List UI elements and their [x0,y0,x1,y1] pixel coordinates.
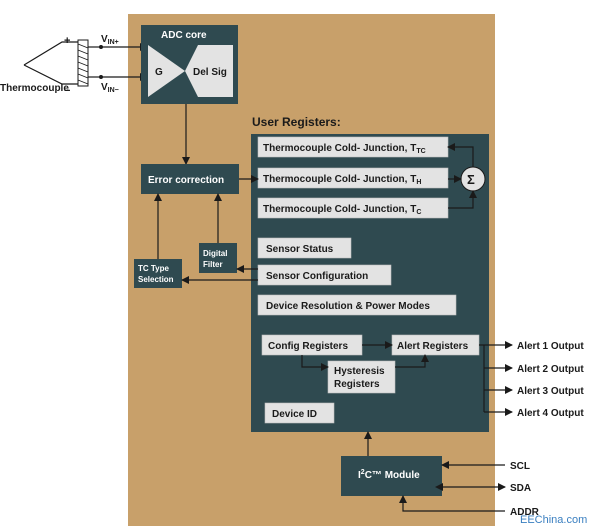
delta-sigma-symbol [185,45,233,97]
hysteresis-line1: Hysteresis [334,366,385,377]
config-to-hysteresis-wire [301,355,329,371]
watermark: EEChina.com [520,514,587,526]
register-tc-cold-th-label: Thermocouple Cold- Junction, TH [263,174,421,186]
plus-sign: + [64,35,70,47]
error-correction-block [141,164,239,194]
alert-registers-label: Alert Registers [397,341,469,352]
config-registers-label: Config Registers [268,341,348,352]
digital-filter-line1: Digital [203,249,227,258]
hysteresis-line2: Registers [334,379,380,390]
sda-label: SDA [510,483,531,494]
tc-type-line2: Selection [138,275,174,284]
thermocouple-label: Thermocouple [0,83,69,94]
digital-filter-block [199,243,237,273]
tc-type-line1: TC Type [138,264,170,273]
tc-type-selection-block [134,259,182,288]
i2c-module-block [341,456,442,496]
register-device-id [264,402,335,424]
error-correction-label: Error correction [148,175,224,186]
minus-sign: − [64,85,70,97]
gain-label: G [155,67,163,78]
alert2-output-label: Alert 2 Output [517,364,584,375]
sensor-configuration-label: Sensor Configuration [266,271,368,282]
vin-minus-label: VIN− [101,82,119,94]
tc-to-sigma-wire [448,190,477,209]
register-hysteresis [327,360,396,394]
alert3-output-label: Alert 3 Output [517,386,584,397]
addr-wire [399,495,505,512]
i2c-module-label: I2C™ Module [358,469,420,481]
device-resolution-label: Device Resolution & Power Modes [266,301,430,312]
alert4-output-label: Alert 4 Output [517,408,584,419]
register-sensor-configuration [257,264,392,286]
gain-amplifier-symbol [148,45,185,97]
register-sensor-status [257,237,352,259]
adc-core-title: ADC core [161,30,207,41]
alert1-output-label: Alert 1 Output [517,341,584,352]
sigma-symbol: Σ [467,172,475,187]
sensor-status-label: Sensor Status [266,244,334,255]
register-device-resolution [257,294,457,316]
addr-label: ADDR [510,507,540,518]
register-tc-cold-tc-label: Thermocouple Cold- Junction, TTC [263,143,426,155]
register-tc-cold-tcc-label: Thermocouple Cold- Junction, TC [263,204,421,216]
hysteresis-to-alert-wire [395,354,429,368]
digital-filter-line2: Filter [203,260,223,269]
scl-label: SCL [510,461,530,472]
vin-plus-label: VIN+ [101,34,119,46]
device-id-label: Device ID [272,409,317,420]
sigma-to-tc-wire [447,143,474,167]
delsig-label: Del Sig [193,67,227,78]
user-registers-title: User Registers: [252,115,341,129]
